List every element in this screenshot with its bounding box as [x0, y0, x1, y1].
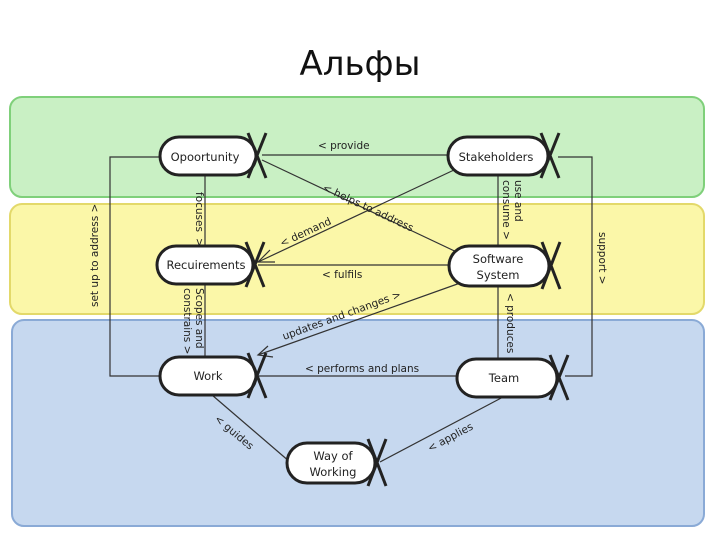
alpha-work[interactable]: Work [158, 352, 268, 399]
edge-label-fulfils: < fulfils [322, 269, 362, 281]
alpha-team[interactable]: Team [455, 354, 570, 401]
alpha-opportunity[interactable]: Opoortunity [158, 132, 268, 179]
alpha-stakeholders-label: Stakeholders [459, 150, 534, 164]
arrowhead-demand [256, 249, 275, 263]
alpha-requirements-label: Recuirements [167, 258, 246, 272]
connector-support [558, 156, 593, 377]
alpha-stakeholders[interactable]: Stakeholders [446, 132, 561, 179]
arrowhead-updates [256, 345, 274, 358]
connector-demand [257, 169, 455, 263]
alpha-software-system[interactable]: Software System [447, 241, 562, 290]
endeavor-band [11, 319, 705, 527]
connector-helps-to-address [261, 159, 464, 256]
edge-label-support: support > [596, 232, 608, 284]
alpha-software-system-label-line1: Software [473, 252, 524, 266]
edge-label-focuses-2: > [193, 238, 205, 247]
edge-label-scopes-1: Scopes and [193, 288, 205, 349]
alpha-way-of-working[interactable]: Way of Working [285, 438, 388, 487]
edge-label-use-and-consume-1: use and [512, 180, 524, 222]
edge-label-use-and-consume-2: consume > [500, 180, 512, 240]
alpha-work-label: Work [193, 369, 222, 383]
alpha-opportunity-label: Opoortunity [171, 150, 240, 164]
connector-applies [379, 395, 506, 463]
edge-label-scopes-2: constrains > [181, 288, 193, 354]
alpha-way-of-working-label-line2: Working [310, 465, 357, 479]
connector-updates-and-changes [257, 281, 464, 356]
connector-set-up-to-address [109, 156, 160, 377]
alpha-team-label: Team [488, 371, 519, 385]
alpha-requirements[interactable]: Recuirements [155, 241, 266, 288]
alpha-software-system-label-line2: System [477, 268, 520, 282]
edge-label-produces: < produces [504, 293, 516, 353]
edge-label-provide: < provide [318, 140, 370, 152]
slide-title: Альфы [299, 44, 421, 84]
edge-label-focuses-1: focuses [193, 192, 205, 232]
edge-label-performs-and-plans: < performs and plans [305, 363, 419, 375]
alpha-way-of-working-label-line1: Way of [313, 449, 353, 463]
connector-guides [211, 394, 291, 463]
edge-label-set-up-to-address: set up to address > [89, 204, 101, 307]
